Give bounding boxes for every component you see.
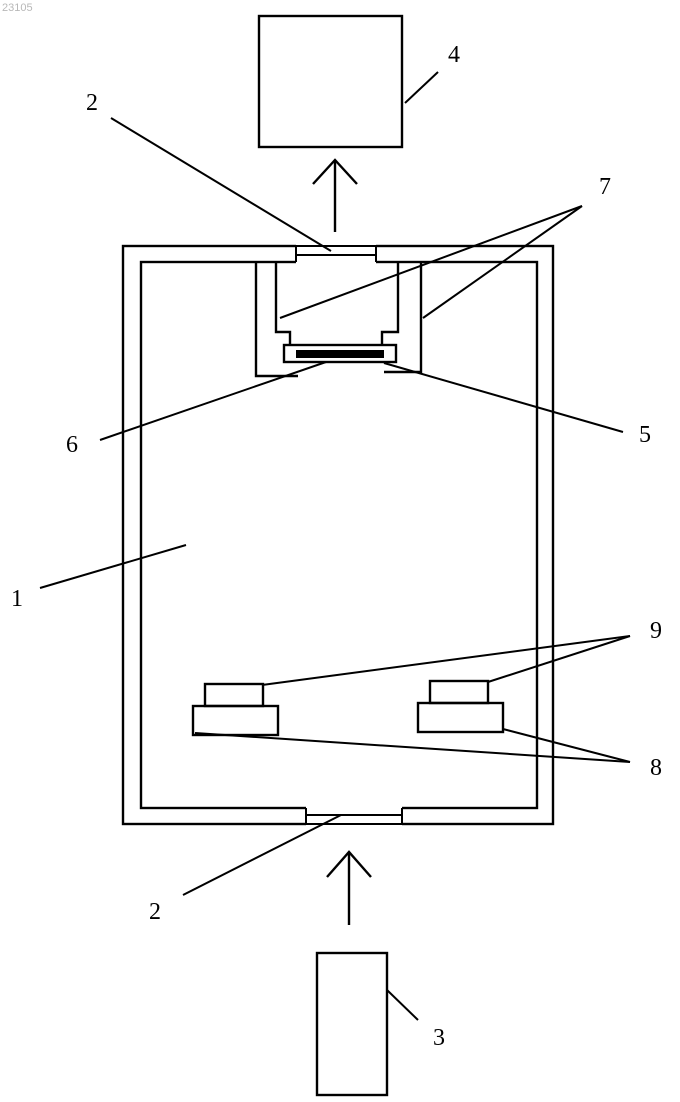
label-7: 7 <box>599 174 611 200</box>
label-2-top: 2 <box>86 90 98 116</box>
arrow-up-bottom <box>327 852 371 925</box>
label-6: 6 <box>66 432 78 458</box>
leader-8-a <box>195 733 630 762</box>
label-5: 5 <box>639 422 651 448</box>
sample-plate <box>284 345 396 362</box>
leader-2-top <box>111 118 331 251</box>
leader-1 <box>40 545 186 588</box>
stage-left <box>193 684 278 735</box>
leader-5 <box>384 363 623 432</box>
arrow-up-top <box>313 160 357 232</box>
leader-6 <box>100 362 326 440</box>
chamber-outer-wall <box>123 246 553 824</box>
leader-3 <box>387 990 418 1020</box>
watermark-text: 23105 <box>2 2 33 14</box>
stage-right <box>418 681 503 732</box>
source-box <box>317 953 387 1095</box>
top-port <box>296 244 376 264</box>
leader-4 <box>405 72 438 103</box>
label-2-bottom: 2 <box>149 899 161 925</box>
detector-box <box>259 16 402 147</box>
label-4: 4 <box>448 42 460 68</box>
bottom-port <box>306 806 402 826</box>
label-9: 9 <box>650 618 662 644</box>
label-3: 3 <box>433 1025 445 1051</box>
label-8: 8 <box>650 755 662 781</box>
leader-9-b <box>488 636 630 682</box>
leader-2-bottom <box>183 815 341 895</box>
label-1: 1 <box>11 586 23 612</box>
leader-9-a <box>262 636 630 685</box>
